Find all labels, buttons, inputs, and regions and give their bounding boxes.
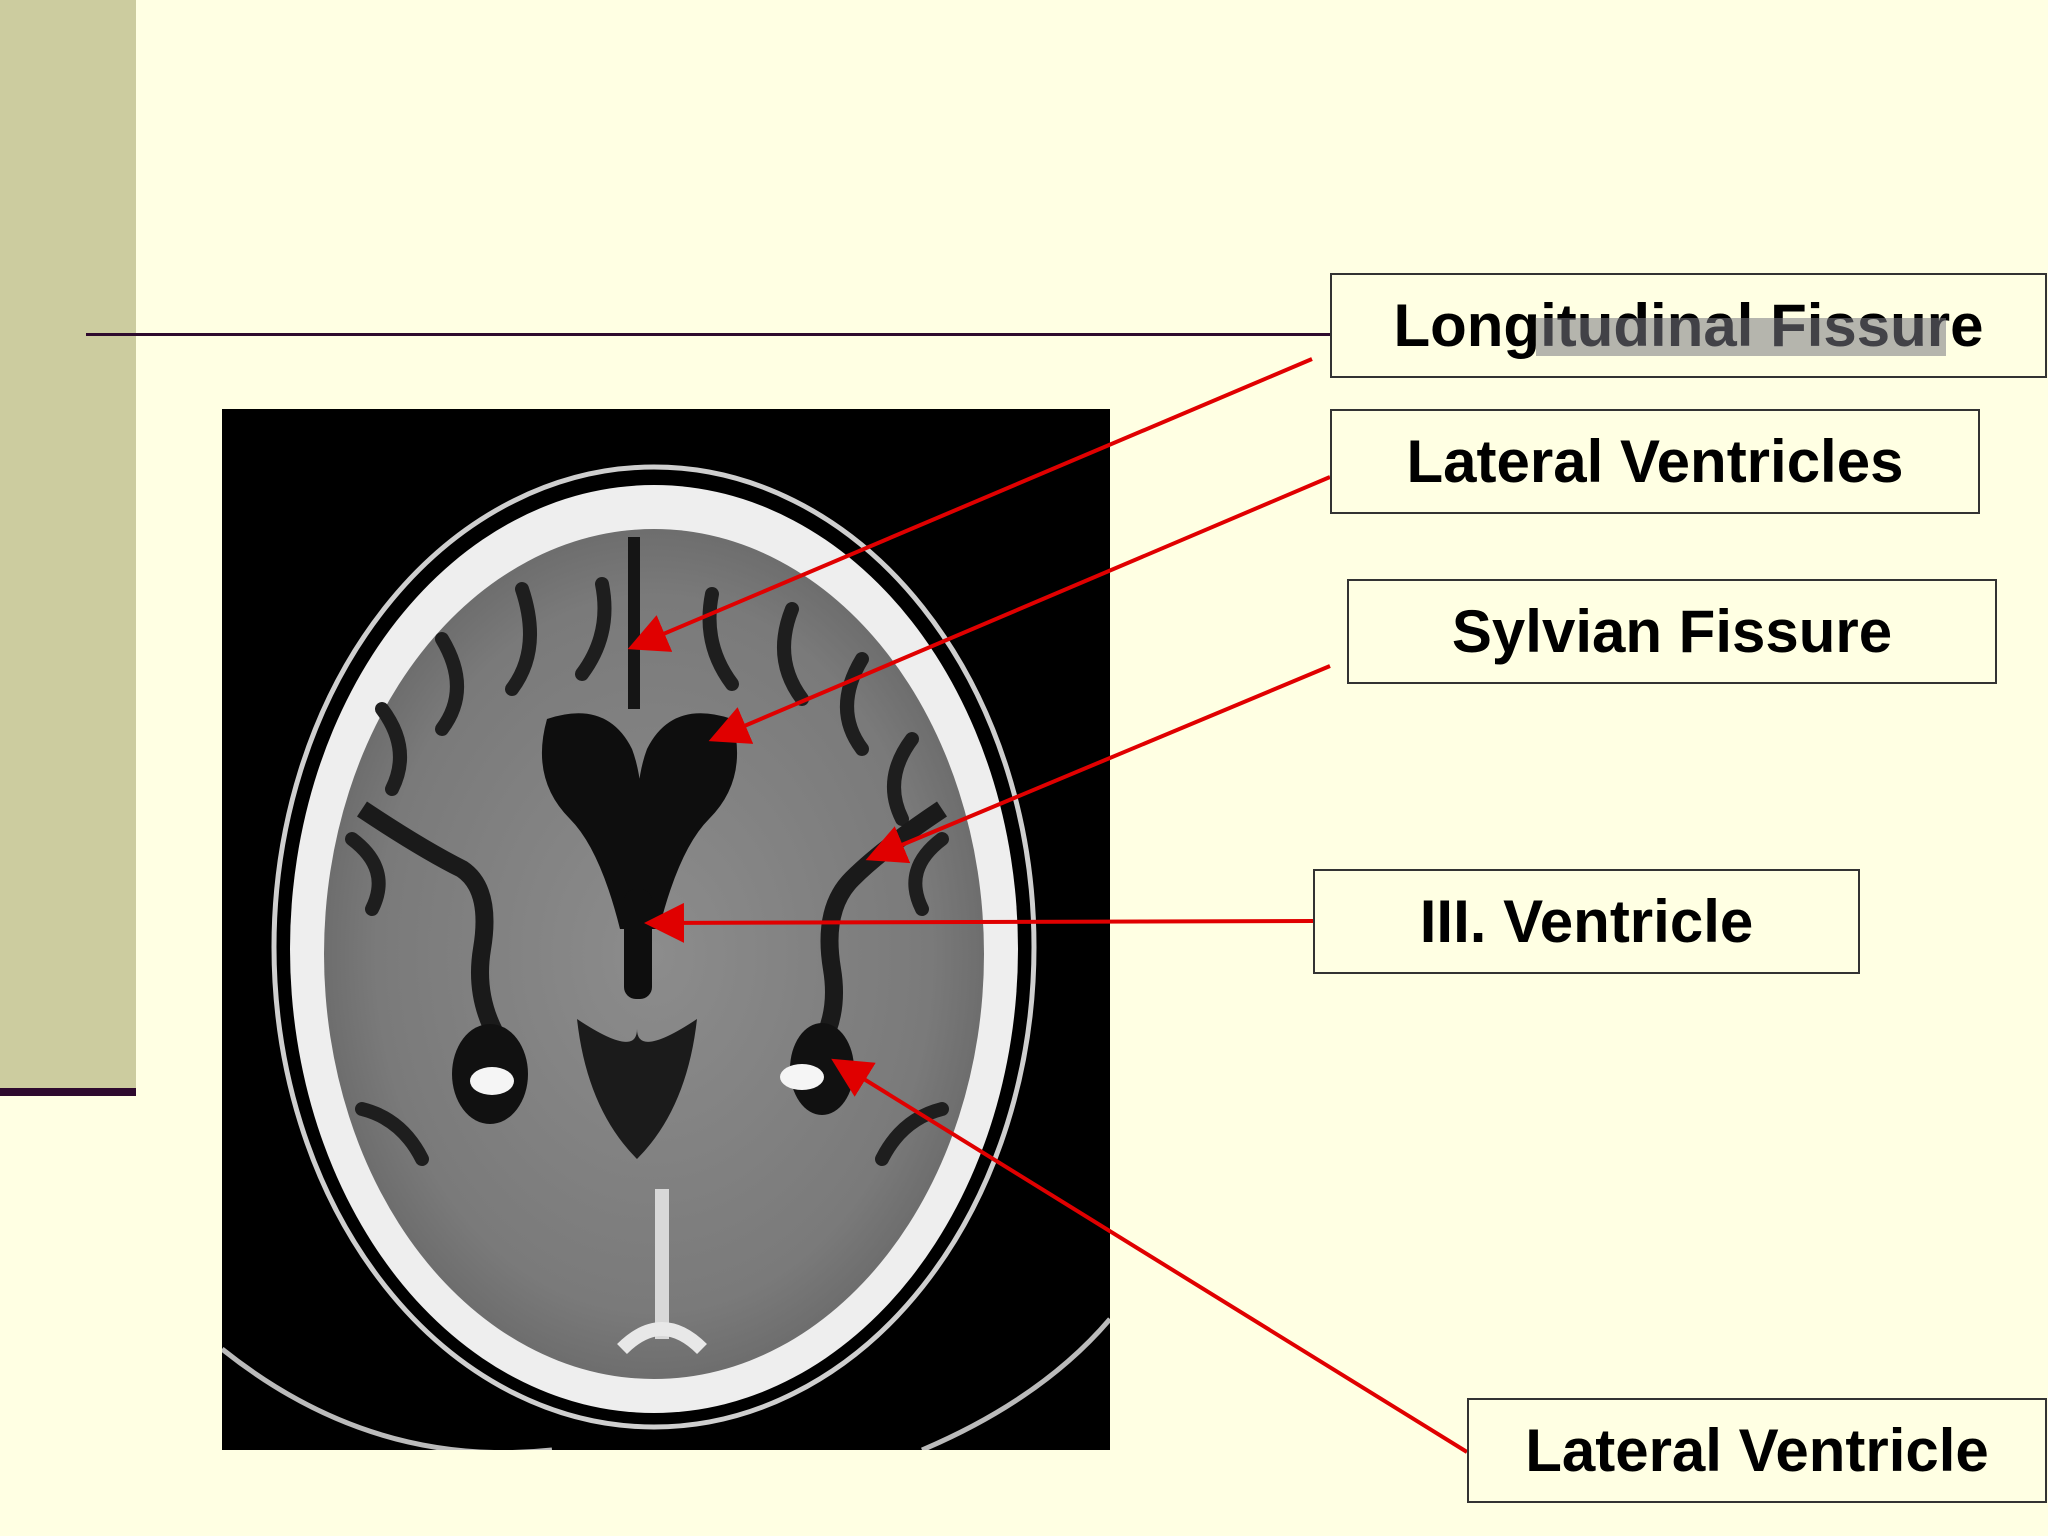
sidebar-rule xyxy=(0,1088,136,1096)
label-lateral-ventricle-text: Lateral Ventricle xyxy=(1525,1417,1989,1484)
label-sylvian-fissure-text: Sylvian Fissure xyxy=(1451,598,1893,665)
ct-scan-drawing xyxy=(222,409,1110,1450)
lateral-ventricle-right-horn xyxy=(636,713,738,929)
brain-tissue xyxy=(324,529,984,1379)
lateral-ventricle-left-horn xyxy=(541,713,643,929)
ct-brain-scan-image xyxy=(222,409,1110,1450)
label-third-ventricle: III. Ventricle xyxy=(1313,869,1860,974)
label-third-ventricle-text: III. Ventricle xyxy=(1419,888,1754,955)
label-lateral-ventricle: Lateral Ventricle xyxy=(1467,1398,2047,1503)
label-lateral-ventricles-text: Lateral Ventricles xyxy=(1406,428,1904,495)
occipital-bone xyxy=(617,1322,707,1355)
sidebar-accent-bar xyxy=(0,0,136,1088)
label-lateral-ventricles: Lateral Ventricles xyxy=(1330,409,1980,514)
sylvian-fissure-left xyxy=(357,801,520,1065)
choroid-plexus-left xyxy=(470,1067,514,1095)
title-rule xyxy=(86,333,1986,336)
strikethrough-highlight xyxy=(1536,318,1946,356)
head-holder-arc-left xyxy=(222,1347,552,1450)
label-sylvian-fissure: Sylvian Fissure xyxy=(1347,579,1997,684)
quadrigeminal-cistern xyxy=(577,1019,697,1159)
choroid-plexus-right xyxy=(780,1064,824,1090)
third-ventricle-shape xyxy=(624,889,652,999)
